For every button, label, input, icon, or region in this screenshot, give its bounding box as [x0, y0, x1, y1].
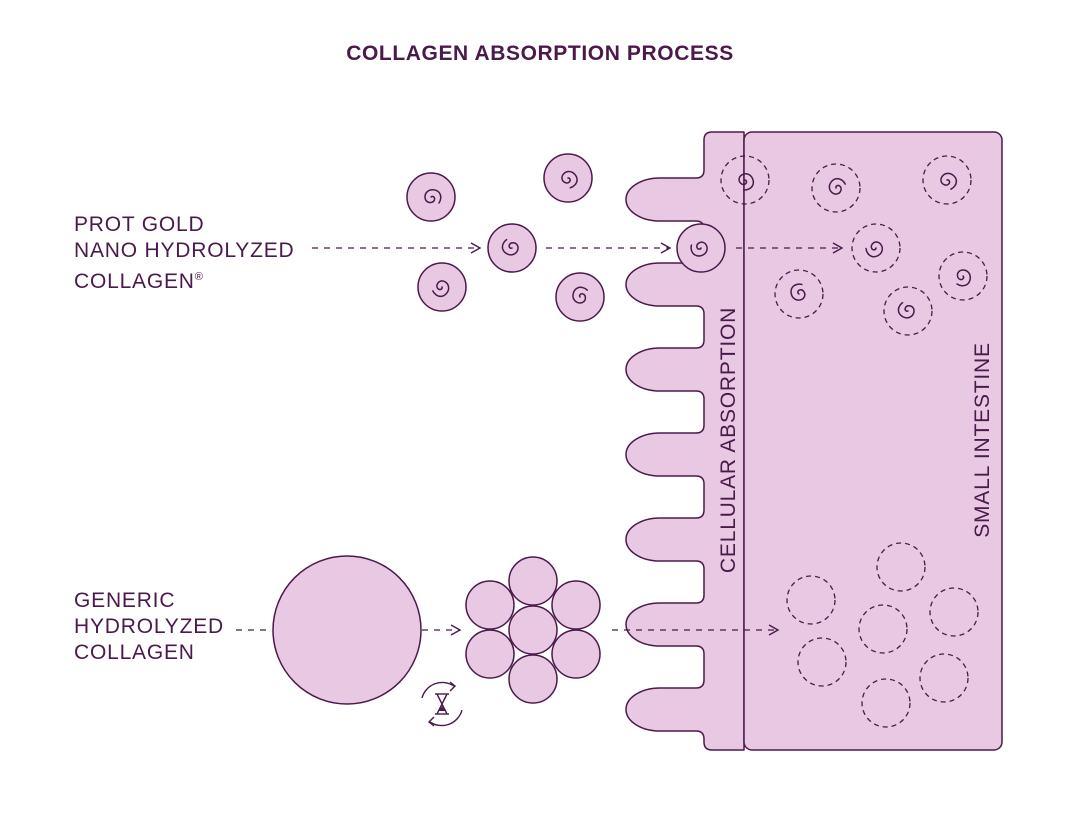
absorbed-nano-particle: [851, 223, 901, 273]
absorbed-generic-molecules: [786, 542, 979, 728]
absorbed-nano-particle: [883, 286, 933, 336]
hourglass-cycle-icon: [421, 681, 463, 727]
absorbed-nano-particle: [811, 163, 861, 213]
absorbed-nano-particle: [938, 251, 988, 301]
small-intestine-label: SMALL INTESTINE: [971, 342, 994, 538]
absorbed-nano-particle: [774, 269, 824, 319]
diagram-title: COLLAGEN ABSORPTION PROCESS: [346, 42, 734, 65]
nano-particle: [487, 223, 537, 273]
cellular-absorption-label: CELLULAR ABSORPTION: [717, 307, 740, 573]
nano-particle: [676, 223, 726, 273]
nano-particle: [417, 262, 467, 312]
generic-label-line1: GENERIC: [74, 589, 176, 612]
nano-particle: [543, 153, 593, 203]
generic-collagen-label: GENERIC HYDROLYZED COLLAGEN: [74, 588, 224, 666]
generic-large-molecule: [272, 555, 422, 705]
absorbed-nano-particle: [922, 155, 972, 205]
nano-label-line2: NANO HYDROLYZED: [74, 239, 295, 262]
nano-label-line1: PROT GOLD: [74, 213, 205, 236]
generic-molecule-cluster: [465, 556, 601, 704]
nano-label-line3: COLLAGEN: [74, 270, 195, 293]
generic-label-line3: COLLAGEN: [74, 641, 195, 664]
registered-mark: ®: [194, 271, 204, 283]
absorbed-nano-particle: [720, 155, 770, 205]
nano-particle: [406, 172, 456, 222]
generic-label-line2: HYDROLYZED: [74, 615, 224, 638]
small-intestine-block: [743, 131, 1003, 751]
nano-particle: [555, 272, 605, 322]
nano-collagen-label: PROT GOLD NANO HYDROLYZED COLLAGEN®: [74, 212, 294, 295]
